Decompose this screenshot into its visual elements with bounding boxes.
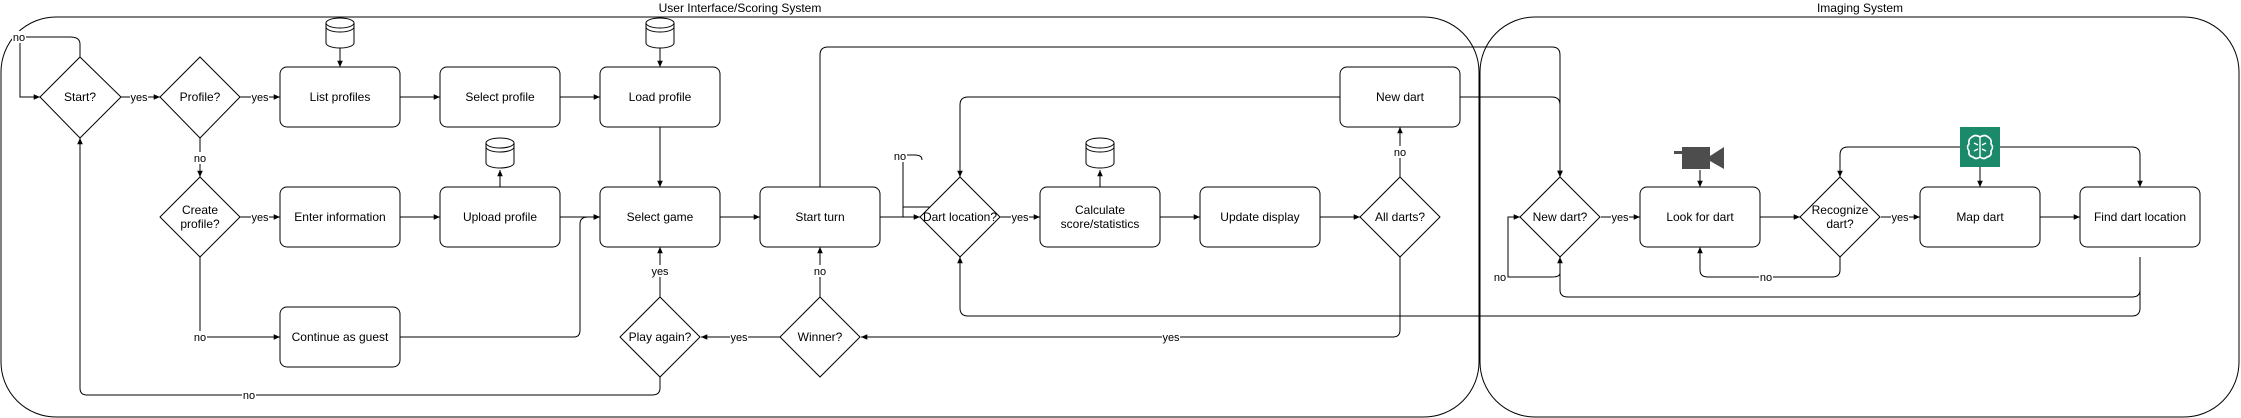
svg-text:Select game: Select game — [627, 210, 694, 224]
edge-label-no: no — [814, 266, 826, 278]
edge-label-yes: yes — [1162, 332, 1180, 344]
database-icon — [325, 17, 355, 49]
select-profile-box: Select profile — [439, 66, 561, 128]
svg-text:Play again?: Play again? — [629, 330, 692, 344]
edge-label-no: no — [894, 151, 906, 163]
new-dart-box: New dart — [1339, 66, 1461, 128]
svg-text:Profile?: Profile? — [180, 90, 221, 104]
edge-labels: no yes yes no yes no no yes yes no no ye… — [12, 31, 1909, 402]
edge-label-yes: yes — [651, 266, 669, 278]
list-profiles-box: List profiles — [279, 66, 401, 128]
svg-text:Recognize: Recognize — [1812, 203, 1869, 217]
load-profile-box: Load profile — [599, 66, 721, 128]
look-for-dart-box: Look for dart — [1639, 186, 1761, 248]
svg-text:Dart location?: Dart location? — [923, 210, 997, 224]
map-dart-box: Map dart — [1919, 186, 2041, 248]
brain-icon — [1960, 127, 2000, 167]
upload-profile-box: Upload profile — [439, 186, 561, 248]
edge-label-no: no — [194, 332, 206, 344]
svg-text:All darts?: All darts? — [1375, 210, 1425, 224]
svg-text:New dart: New dart — [1376, 90, 1425, 104]
connectors — [19, 36, 2143, 396]
calculate-score-box: Calculate score/statistics — [1039, 186, 1161, 248]
svg-text:Map dart: Map dart — [1956, 210, 2004, 224]
svg-text:Create: Create — [182, 203, 218, 217]
edge-label-no: no — [1394, 147, 1406, 159]
svg-text:Find dart location: Find dart location — [2094, 210, 2186, 224]
continue-as-guest-box: Continue as guest — [279, 306, 401, 368]
start-turn-box: Start turn — [759, 186, 881, 248]
enter-information-box: Enter information — [279, 186, 401, 248]
ui-container-title: User Interface/Scoring System — [659, 1, 822, 15]
select-game-box: Select game — [599, 186, 721, 248]
svg-text:Start?: Start? — [64, 90, 96, 104]
edge-label-no: no — [1494, 272, 1506, 284]
profile-decision: Profile? — [159, 56, 241, 139]
svg-text:New dart?: New dart? — [1533, 210, 1588, 224]
start-decision: Start? — [39, 56, 122, 139]
ui-container — [0, 16, 1480, 418]
edge-label-no: no — [194, 153, 206, 165]
edge-label-yes: yes — [730, 332, 748, 344]
svg-text:profile?: profile? — [180, 217, 220, 231]
update-display-box: Update display — [1199, 186, 1321, 248]
database-icon — [485, 137, 515, 169]
imaging-container-title: Imaging System — [1817, 1, 1903, 15]
svg-text:Load profile: Load profile — [629, 90, 692, 104]
dart-location-decision: Dart location? — [919, 176, 1001, 258]
svg-text:Start turn: Start turn — [795, 210, 844, 224]
all-darts-decision: All darts? — [1359, 176, 1441, 258]
edge-label-no: no — [243, 390, 255, 402]
edge-label-yes: yes — [251, 212, 269, 224]
play-again-decision: Play again? — [619, 296, 701, 378]
svg-text:List profiles: List profiles — [310, 90, 371, 104]
new-dart-decision: New dart? — [1519, 176, 1601, 258]
svg-text:Look for dart: Look for dart — [1666, 210, 1734, 224]
edge-label-no: no — [1760, 272, 1772, 284]
recognize-dart-decision: Recognize dart? — [1799, 176, 1881, 258]
svg-text:Winner?: Winner? — [798, 330, 843, 344]
svg-text:dart?: dart? — [1826, 217, 1854, 231]
svg-text:Upload profile: Upload profile — [463, 210, 537, 224]
edge-label-yes: yes — [130, 92, 148, 104]
edge-label-yes: yes — [251, 92, 269, 104]
edge-label-yes: yes — [1891, 212, 1909, 224]
svg-text:Update display: Update display — [1220, 210, 1299, 224]
camera-icon — [1674, 147, 1724, 169]
database-icon — [645, 17, 675, 49]
edge-label-yes: yes — [1011, 212, 1029, 224]
svg-text:Select profile: Select profile — [465, 90, 535, 104]
svg-text:Continue as guest: Continue as guest — [292, 330, 389, 344]
find-dart-location-box: Find dart location — [2079, 186, 2201, 248]
imaging-container — [1479, 16, 2240, 418]
edge-label-no: no — [13, 32, 25, 44]
svg-text:Enter information: Enter information — [294, 210, 385, 224]
winner-decision: Winner? — [779, 296, 861, 378]
create-profile-decision: Create profile? — [159, 176, 241, 258]
edge-label-yes: yes — [1611, 212, 1629, 224]
database-icon — [1085, 137, 1115, 169]
svg-text:Calculate: Calculate — [1075, 203, 1125, 217]
svg-text:score/statistics: score/statistics — [1061, 217, 1140, 231]
